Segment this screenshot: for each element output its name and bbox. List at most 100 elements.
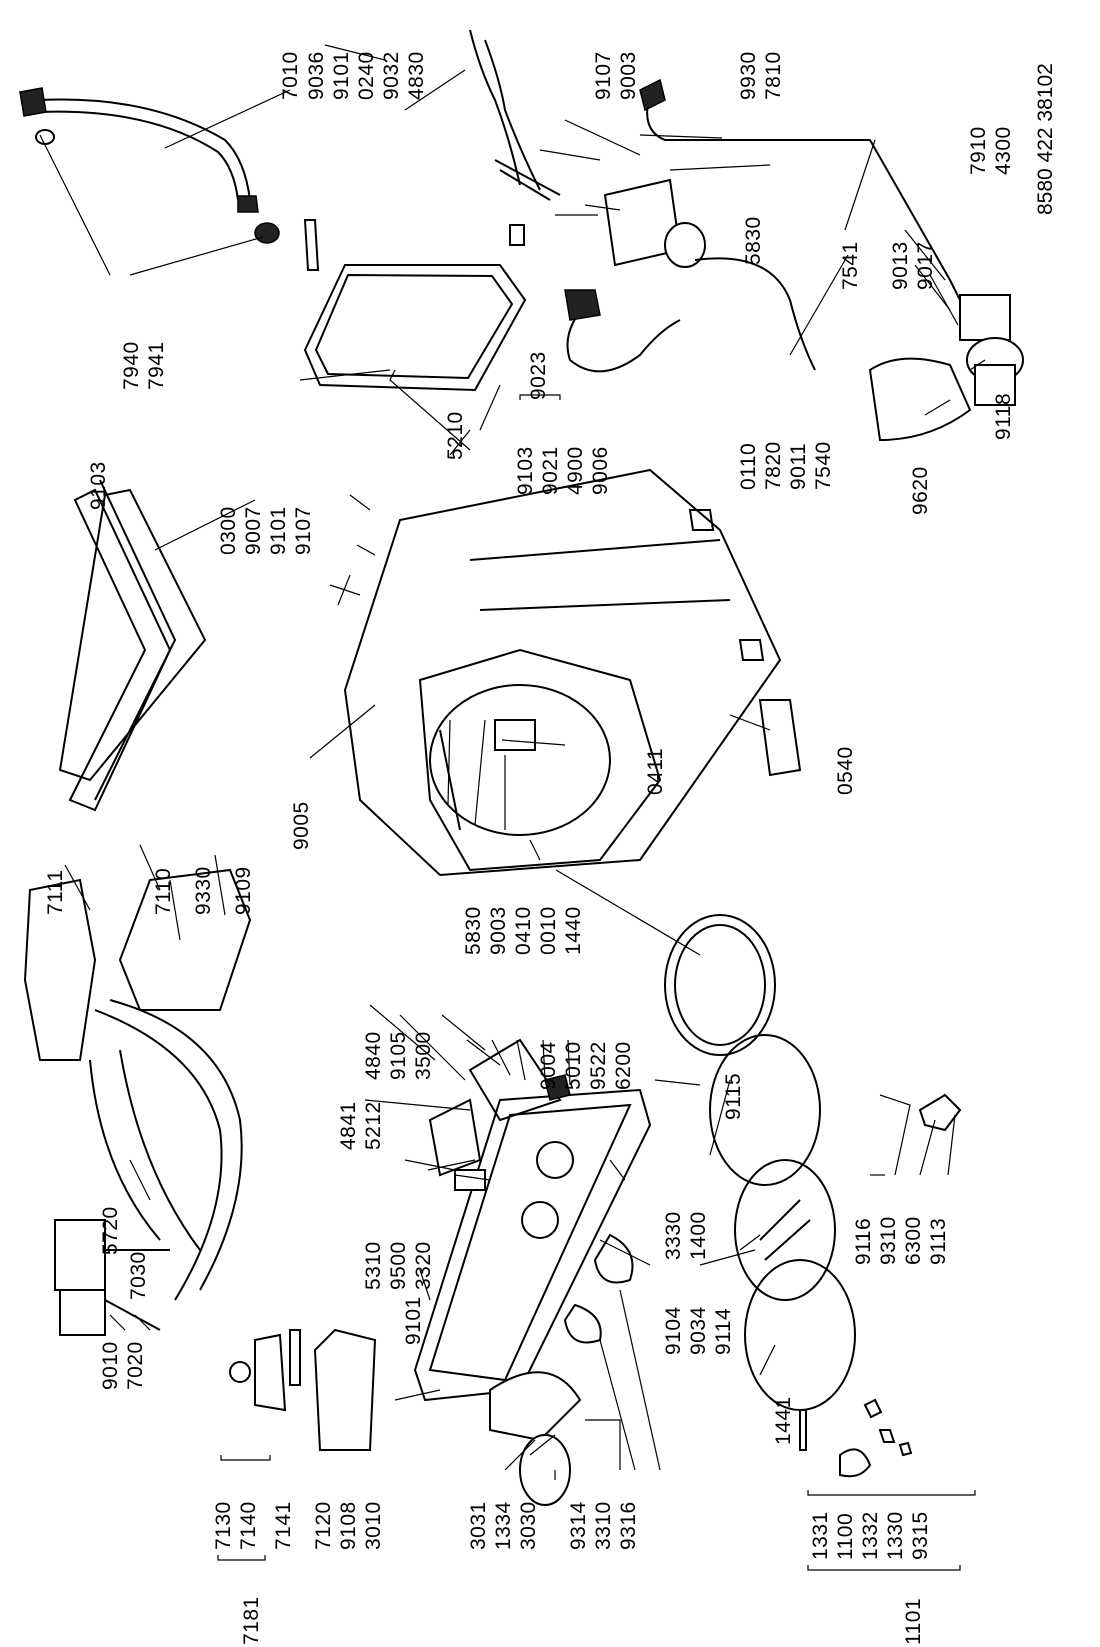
- label-6200: 6200: [612, 1041, 635, 1090]
- label-0300: 0300: [217, 506, 240, 555]
- label-3330: 3330: [662, 1211, 685, 1260]
- label-0240: 0240: [355, 51, 378, 100]
- label-9036: 9036: [305, 51, 328, 100]
- label-9003-b: 9003: [487, 906, 510, 955]
- mains-cable-9006: [564, 289, 681, 373]
- label-7120: 7120: [312, 1501, 335, 1550]
- label-6300: 6300: [902, 1216, 925, 1265]
- filter-cover-0540: [758, 699, 802, 777]
- label-3010: 3010: [362, 1501, 385, 1550]
- label-5720: 5720: [99, 1206, 122, 1255]
- label-7810: 7810: [762, 51, 785, 100]
- label-9101-b: 9101: [267, 506, 290, 555]
- label-1400: 1400: [687, 1211, 710, 1260]
- label-5830-b: 5830: [462, 906, 485, 955]
- label-1101: 1101: [902, 1598, 925, 1645]
- knobs-3310: [563, 1233, 634, 1344]
- label-7941: 7941: [145, 341, 168, 390]
- label-5310: 5310: [362, 1241, 385, 1290]
- label-9103-b: 9103: [87, 461, 110, 510]
- door-seal-1440: [664, 914, 776, 1056]
- label-4841: 4841: [337, 1101, 360, 1150]
- label-9620: 9620: [909, 466, 932, 515]
- label-1330: 1330: [884, 1511, 907, 1560]
- label-9007: 9007: [242, 506, 265, 555]
- label-0410: 0410: [512, 906, 535, 955]
- label-1441: 1441: [772, 1396, 795, 1445]
- label-9017: 9017: [914, 241, 937, 290]
- detergent-dispenser-7110: [23, 868, 252, 1301]
- label-9522: 9522: [587, 1041, 610, 1090]
- label-1440: 1440: [562, 906, 585, 955]
- label-3030: 3030: [517, 1501, 540, 1550]
- label-9006: 9006: [589, 446, 612, 495]
- inlet-hose-7010: [19, 87, 280, 244]
- label-7181: 7181: [240, 1596, 263, 1645]
- label-9310: 9310: [877, 1216, 900, 1265]
- worktop-0300: [58, 479, 207, 812]
- label-9101-c: 9101: [402, 1296, 425, 1345]
- label-9104: 9104: [662, 1306, 685, 1355]
- label-9013: 9013: [889, 241, 912, 290]
- label-9010: 9010: [99, 1341, 122, 1390]
- label-3031: 3031: [467, 1501, 490, 1550]
- group-brackets: [217, 394, 961, 1571]
- label-9107: 9107: [592, 51, 615, 100]
- label-9004: 9004: [537, 1041, 560, 1090]
- label-7820: 7820: [762, 441, 785, 490]
- label-7541: 7541: [839, 241, 862, 290]
- dispenser-drawer-7120: [229, 1328, 377, 1451]
- control-panel-3010: [413, 1088, 652, 1402]
- label-9930: 9930: [737, 51, 760, 100]
- label-9114: 9114: [712, 1308, 735, 1355]
- label-9316: 9316: [617, 1501, 640, 1550]
- document-number: 8580 422 38102: [1034, 63, 1057, 215]
- label-9023: 9023: [527, 351, 550, 400]
- label-1332: 1332: [859, 1511, 882, 1560]
- label-9315: 9315: [909, 1511, 932, 1560]
- drain-pump-9620: [868, 294, 1024, 442]
- label-3500: 3500: [412, 1031, 435, 1080]
- label-9314: 9314: [567, 1501, 590, 1550]
- label-9108: 9108: [337, 1501, 360, 1550]
- label-9032: 9032: [380, 51, 403, 100]
- label-9109: 9109: [232, 866, 255, 915]
- label-4300: 4300: [992, 126, 1015, 175]
- label-9330: 9330: [192, 866, 215, 915]
- label-7130: 7130: [212, 1501, 235, 1550]
- cabinet-0010: [343, 468, 782, 877]
- pressure-switch-5830: [603, 178, 816, 371]
- leader-lines: [39, 44, 986, 1496]
- label-3310: 3310: [592, 1501, 615, 1550]
- label-9116: 9116: [852, 1218, 875, 1265]
- electronic-module-5010: [468, 1038, 571, 1122]
- label-9103: 9103: [514, 446, 537, 495]
- label-7910: 7910: [967, 126, 990, 175]
- label-4840: 4840: [362, 1031, 385, 1080]
- label-1100: 1100: [834, 1513, 857, 1560]
- label-7140: 7140: [237, 1501, 260, 1550]
- label-1331: 1331: [809, 1511, 832, 1560]
- door-lock-parts-1101: [799, 1398, 913, 1478]
- part-labels: 7010 9036 9101 0240 9032 4830 9107 9003 …: [44, 51, 1057, 1645]
- label-9021: 9021: [539, 446, 562, 495]
- label-7111: 7111: [44, 869, 67, 915]
- label-9500: 9500: [387, 1241, 410, 1290]
- label-7010: 7010: [279, 51, 302, 100]
- label-9101: 9101: [330, 51, 353, 100]
- label-9115: 9115: [722, 1073, 745, 1120]
- label-7030: 7030: [127, 1251, 150, 1300]
- label-9003: 9003: [617, 51, 640, 100]
- label-7540: 7540: [812, 441, 835, 490]
- label-9105: 9105: [387, 1031, 410, 1080]
- door-assembly-1400: [709, 1034, 856, 1411]
- label-7020: 7020: [124, 1341, 147, 1390]
- label-0540: 0540: [834, 746, 857, 795]
- rear-panel-0240: [303, 219, 527, 392]
- label-5210: 5210: [444, 411, 467, 460]
- front-panel-cover-3031: [489, 1371, 582, 1506]
- label-5212: 5212: [362, 1101, 385, 1150]
- label-9034: 9034: [687, 1306, 710, 1355]
- label-0110: 0110: [737, 443, 760, 490]
